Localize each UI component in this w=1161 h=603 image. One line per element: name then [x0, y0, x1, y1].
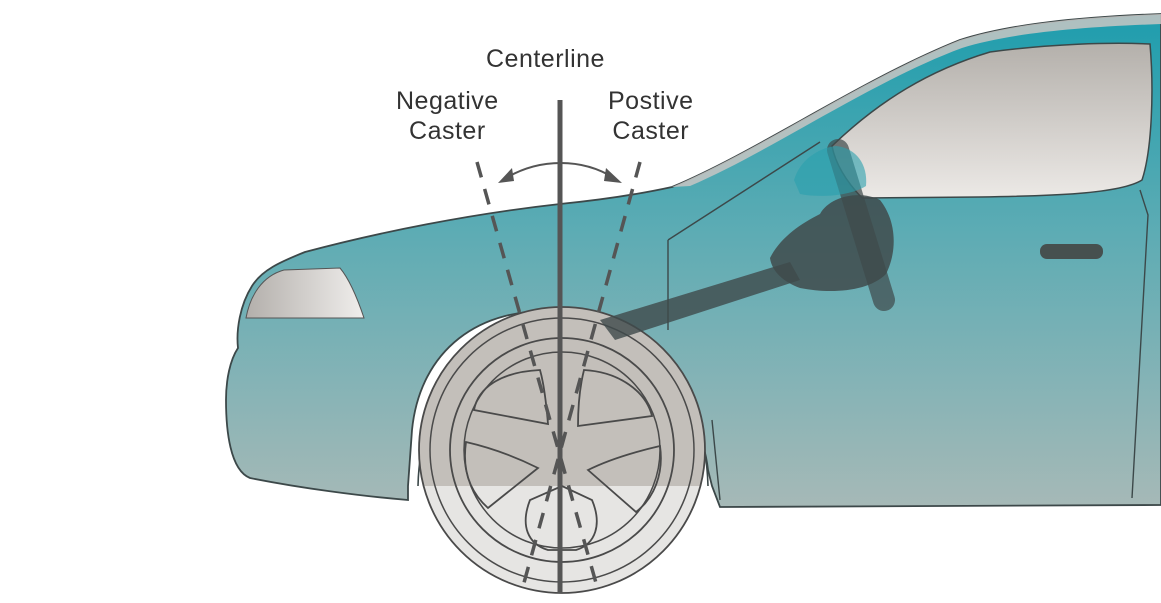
- door-handle: [1040, 244, 1103, 259]
- steering-assembly: [600, 139, 895, 340]
- positive-caster-label-line1: Postive: [608, 87, 694, 115]
- centerline-label: Centerline: [486, 45, 605, 73]
- positive-caster-label: Postive Caster: [608, 86, 693, 146]
- door-outline: [667, 141, 1149, 501]
- caster-arc-arrow: [505, 162, 615, 179]
- roof-trim: [672, 14, 1161, 187]
- side-window: [831, 42, 1153, 199]
- arrow-head-right: [604, 168, 622, 183]
- arrow-head-left: [498, 168, 514, 183]
- wheel-spokes: [464, 369, 662, 551]
- positive-caster-label-line2: Caster: [612, 117, 690, 145]
- negative-caster-label: Negative Caster: [396, 86, 499, 146]
- negative-caster-label-line2: Caster: [409, 117, 486, 145]
- negative-caster-label-line1: Negative: [396, 87, 499, 115]
- headlamp: [245, 267, 365, 319]
- negative-caster-line: [475, 161, 600, 591]
- positive-caster-line: [520, 161, 642, 591]
